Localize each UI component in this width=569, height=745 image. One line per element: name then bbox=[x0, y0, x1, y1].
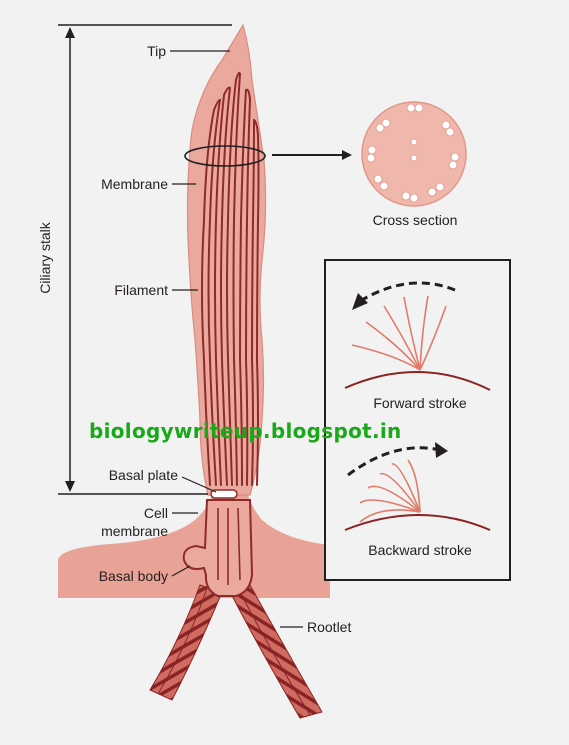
ciliary-stalk-dimension bbox=[58, 24, 232, 495]
label-backward-stroke: Backward stroke bbox=[368, 542, 472, 558]
rootlet-right bbox=[227, 584, 323, 719]
backward-stroke-figure bbox=[344, 442, 491, 531]
label-rootlet: Rootlet bbox=[307, 619, 352, 635]
label-filament: Filament bbox=[114, 282, 168, 298]
backward-arrow bbox=[347, 446, 441, 477]
label-cell-membrane-line1: Cell bbox=[143, 505, 168, 521]
cross-section-disc bbox=[361, 101, 467, 207]
rootlet-left bbox=[149, 584, 223, 701]
section-ring bbox=[184, 145, 266, 167]
leader-lines bbox=[170, 50, 303, 628]
forward-arrow bbox=[361, 281, 456, 302]
label-cell-membrane-line2: membrane bbox=[101, 523, 168, 539]
label-forward-stroke: Forward stroke bbox=[373, 395, 467, 411]
label-basal-plate: Basal plate bbox=[108, 467, 178, 483]
label-ciliary-stalk: Ciliary stalk bbox=[36, 198, 54, 318]
label-tip: Tip bbox=[147, 43, 166, 59]
basal-plate bbox=[210, 489, 238, 499]
forward-stroke-figure bbox=[344, 281, 491, 391]
label-basal-body: Basal body bbox=[98, 568, 168, 584]
label-cross-section: Cross section bbox=[372, 212, 458, 228]
label-membrane: Membrane bbox=[101, 176, 168, 192]
filaments bbox=[201, 71, 260, 486]
watermark-text: biologywriteup.blogspot.in bbox=[89, 419, 402, 443]
